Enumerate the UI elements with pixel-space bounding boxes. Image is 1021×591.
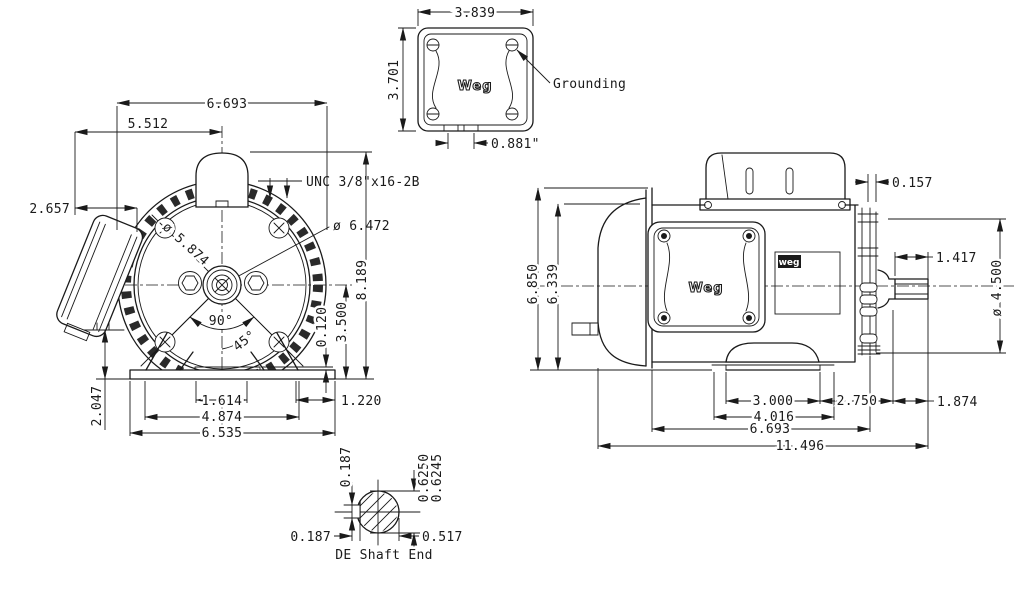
- dim-overall-length: 11.496: [776, 439, 825, 454]
- dia-rabbet: ø 6.472: [333, 219, 390, 234]
- dim-front-overall-width: 6.693: [207, 97, 248, 112]
- drive-end-fins: [857, 207, 881, 356]
- dim-eye-to-face: 5.512: [128, 117, 169, 132]
- angle-between-feet: 90°: [209, 314, 233, 329]
- shaft-detail-caption: DE Shaft End: [335, 548, 433, 563]
- dim-slot-spacing: 1.614: [202, 394, 243, 409]
- front-view: 90° 45° ø 5.874 ø 6.472 UNC 3/8"x16-2B 6…: [27, 95, 422, 444]
- dim-top-width: 3.839: [455, 6, 496, 21]
- dim-cover-gap: 0.157: [892, 176, 933, 191]
- thread-spec: UNC 3/8"x16-2B: [306, 175, 420, 190]
- weg-logo: Weg: [689, 281, 724, 296]
- dim-foot-pad-length: 3.000: [753, 394, 794, 409]
- dim-frame-length: 6.693: [750, 422, 791, 437]
- angle-foot: 45°: [231, 328, 259, 355]
- dia-bearing-hub: ø 4.500: [990, 260, 1005, 317]
- nameplate: weg: [774, 251, 841, 315]
- dim-key-width: 0.187: [290, 530, 331, 545]
- dim-foot-holes: 4.874: [202, 410, 243, 425]
- keyway: [351, 504, 361, 519]
- dim-pad-height: 0.120: [315, 307, 330, 348]
- shaft-center: [202, 265, 242, 305]
- screw-icon: [426, 38, 519, 121]
- dim-shaft-length: 1.417: [936, 251, 977, 266]
- lifting-eye-boss: [195, 152, 249, 208]
- dim-box-depth: 2.657: [29, 202, 70, 217]
- dim-conduit-hole: 0.881": [491, 137, 540, 152]
- dim-shaft-overhang: 1.874: [937, 395, 978, 410]
- terminal-box-cover: Weg: [647, 221, 766, 333]
- grounding-label: Grounding: [553, 77, 626, 92]
- dim-base-width: 6.535: [202, 426, 243, 441]
- side-view: Weg weg 0.157 1: [524, 152, 1014, 457]
- dim-top-height: 3.701: [387, 60, 402, 101]
- dim-flat-to-edge: 0.517: [422, 530, 463, 545]
- mounting-screw-icon: [154, 217, 290, 353]
- dim-keyway-height: 0.187: [339, 447, 354, 488]
- shaft-end-detail: 0.187 0.6250 0.6245 0.187 0.517 DE Shaft…: [288, 444, 465, 565]
- dia-bolt-circle: ø 5.874: [159, 220, 211, 269]
- dim-height-overall: 6.850: [526, 264, 541, 305]
- dim-base-edge: 1.220: [341, 394, 382, 409]
- dim-shaft-center-height: 3.500: [335, 302, 350, 343]
- dim-foot-length: 4.016: [754, 410, 795, 425]
- dim-height-lid: 6.339: [546, 264, 561, 305]
- dia-shaft-min: 0.6245: [430, 454, 445, 503]
- weg-logo: Weg: [458, 79, 493, 94]
- dim-overall-height: 8.189: [355, 260, 370, 301]
- dia-shaft-max: 0.6250: [417, 454, 432, 503]
- dim-box-to-base: 2.047: [90, 386, 105, 427]
- screw-icon: [657, 229, 756, 325]
- weg-logo-small: weg: [779, 258, 800, 268]
- hex-plug-icon: [178, 271, 268, 295]
- top-view-terminal-box: Weg 3.839 3.701 0.881" Grounding: [385, 4, 629, 155]
- terminal-box-front: [56, 214, 144, 342]
- dim-foot-to-shoulder: 2.750: [837, 394, 878, 409]
